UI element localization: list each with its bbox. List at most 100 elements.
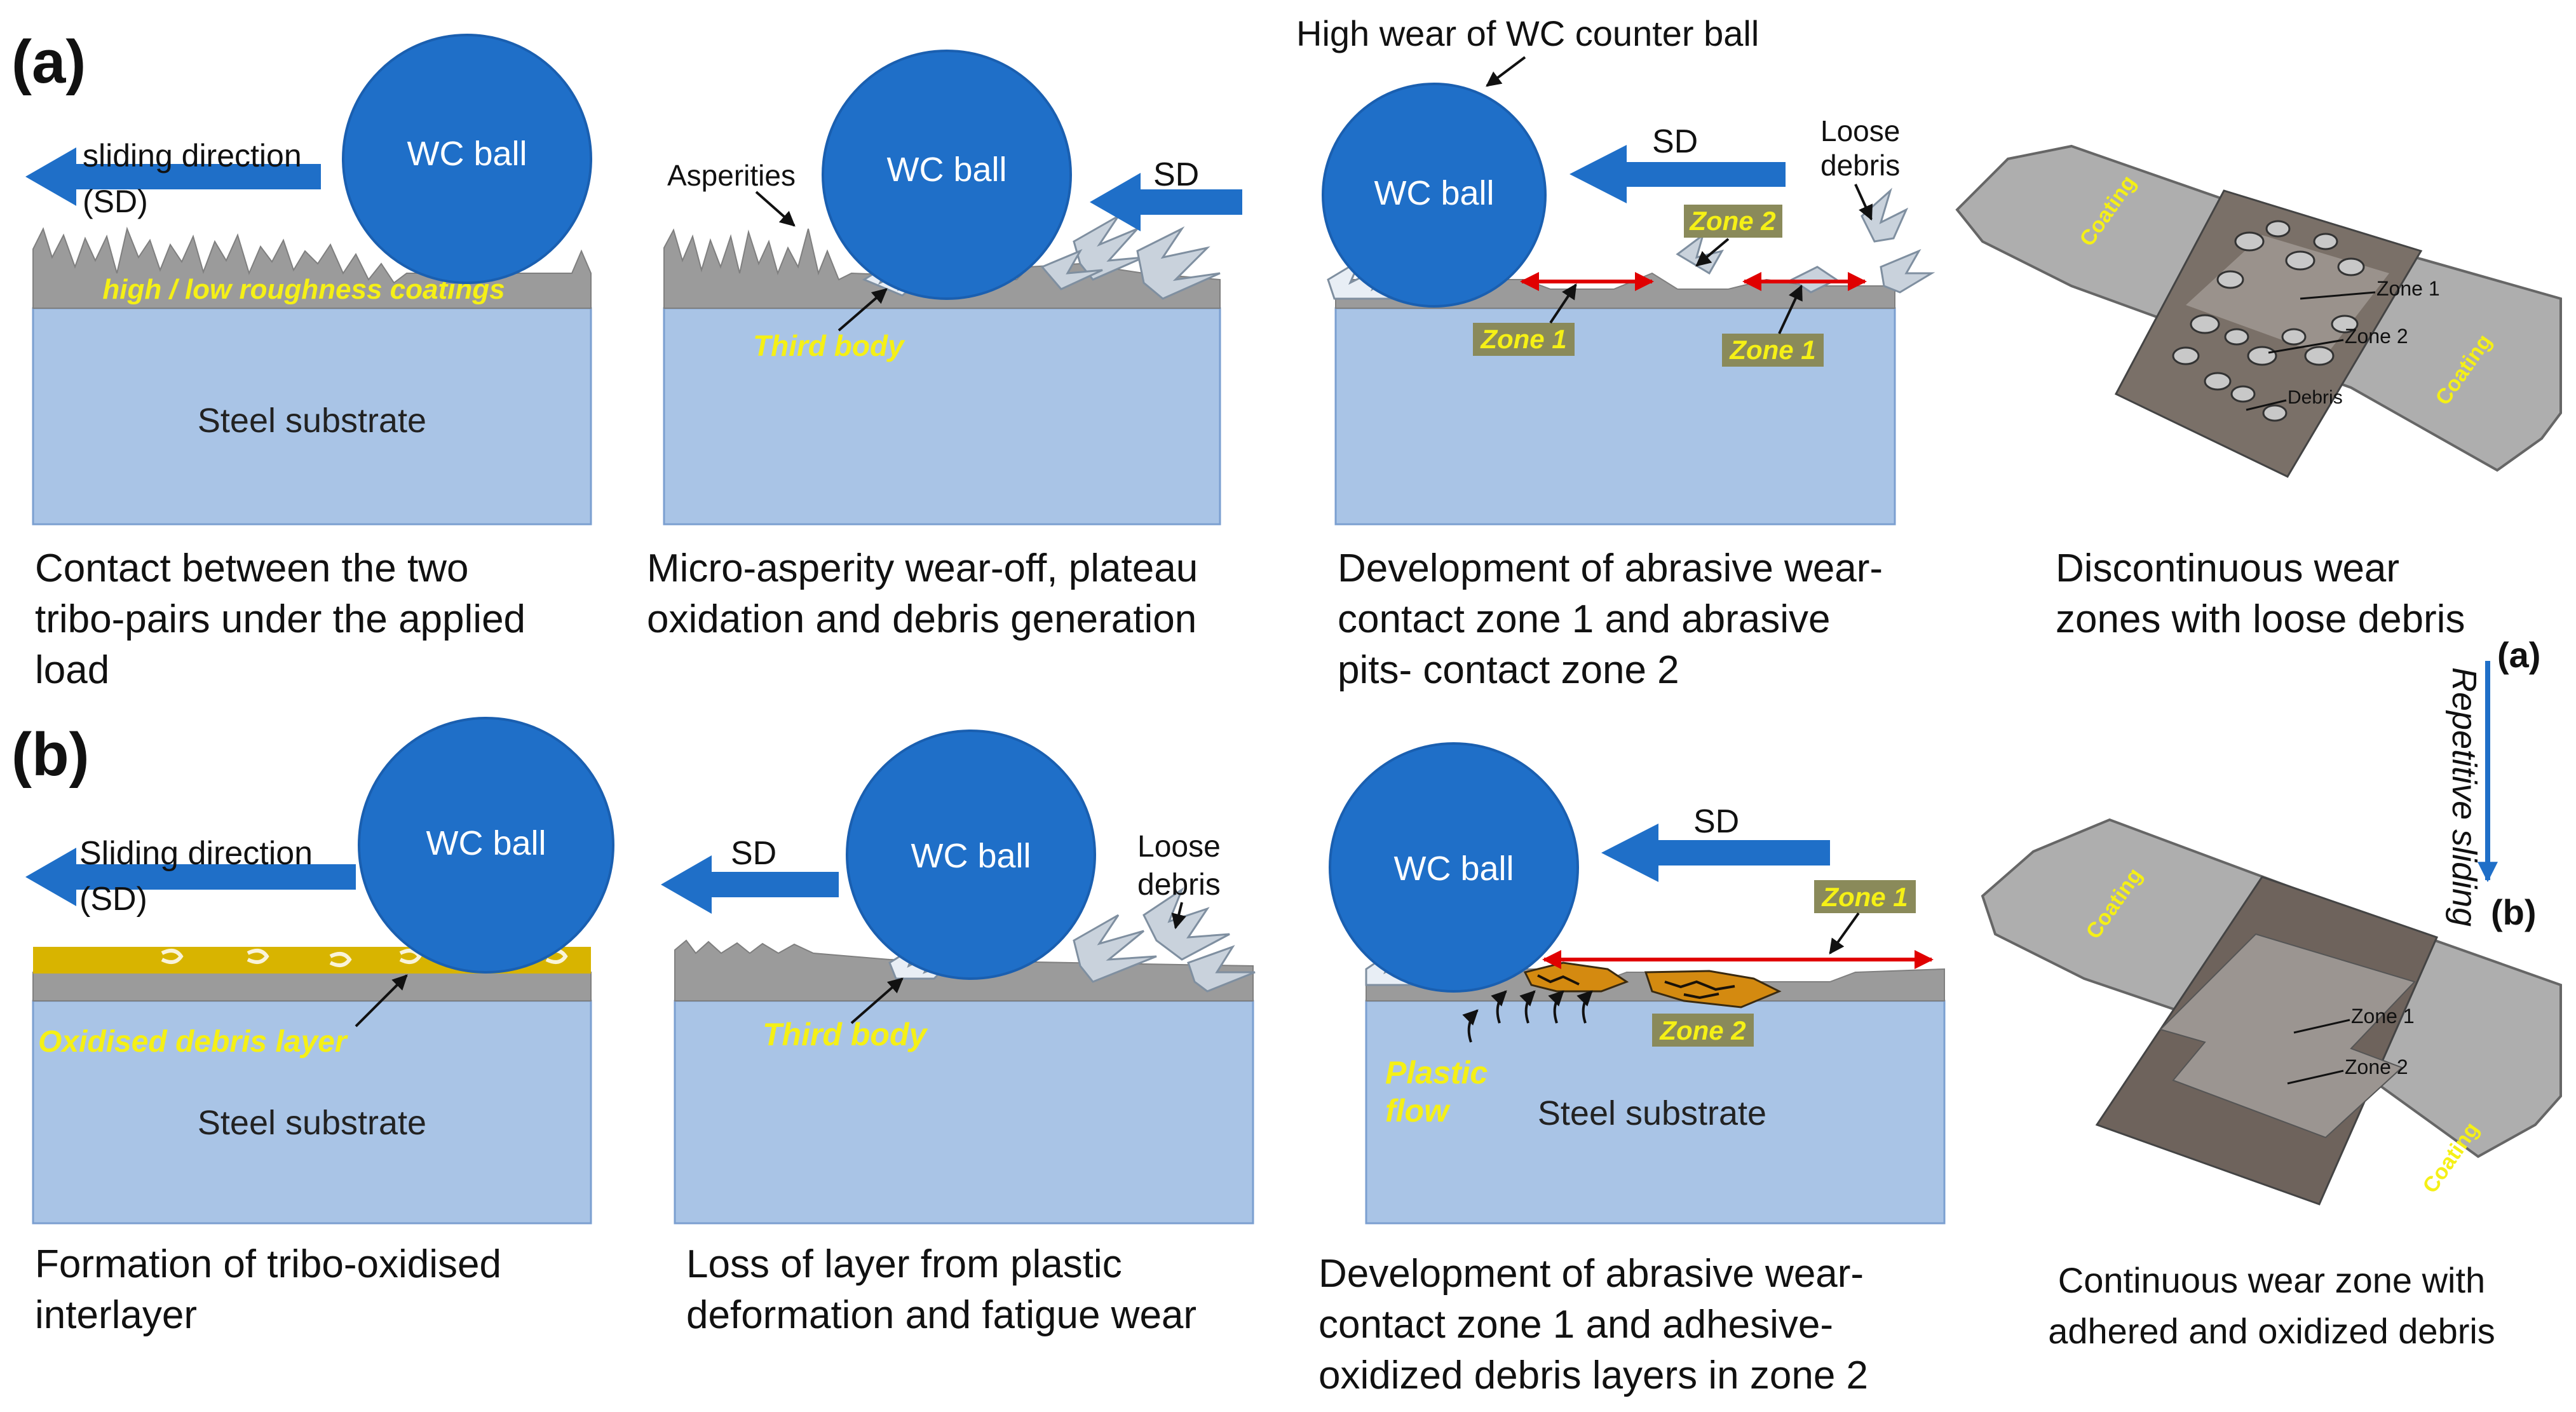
zone2-label: Zone 2 [1659,1015,1746,1045]
zone2-label: Zone 2 [2345,325,2408,348]
oxidised-debris-pointer [355,974,408,1028]
zone2-label-box [1684,205,1782,238]
zone1-pointer [1829,912,1860,954]
panel-a3: WC ball High wear of WC counter ball SD … [1296,13,1935,526]
debris-pointer [2246,399,2287,411]
repetitive-sliding-transition: Repetitive sliding (a) (b) [2445,635,2540,932]
zone1-label-box-right [1722,334,1824,367]
wear-track-block-continuous: Coating Coating Zone 1 Zone 2 [1981,818,2562,1205]
sd-label: (SD) [79,881,147,918]
steel-substrate-block [674,1000,1254,1225]
zone1-label-left: Zone 1 [1480,324,1566,354]
zone2-label-box [1652,1014,1754,1047]
zone2-label: Zone 2 [2345,1056,2408,1078]
substrate-label: Steel substrate [198,402,426,440]
wc-ball [358,717,614,974]
high-wear-label: High wear of WC counter ball [1296,13,1759,53]
sliding-direction-label: Sliding direction [79,835,313,872]
oxide-cracks [1537,974,1735,1000]
rough-coating [32,226,592,309]
third-body-label: Third body [763,1017,928,1052]
caption-b4: Continuous wear zone with adhered and ox… [2048,1260,2495,1351]
zone1-pointer-right [1778,284,1803,334]
panel-label-a: (a) [11,28,86,96]
sd-arrow [1601,824,1830,882]
plastic-flow-label-2: flow [1385,1093,1451,1129]
sd-arrow [1090,173,1242,231]
zone1-label: Zone 1 [2351,1005,2415,1028]
zone1-label: Zone 1 [2376,277,2440,300]
caption-a4: Discontinuous wear zones with loose debr… [2056,546,2465,641]
sd-arrow [661,855,839,914]
sd-label: SD [731,835,776,872]
loose-debris [1073,887,1256,993]
steel-substrate-block [32,307,592,526]
zone1-label-box-left [1473,323,1575,356]
loose-debris-label-1: Loose [1137,830,1221,864]
wc-ball-label: WC ball [886,151,1007,189]
sd-label: SD [1153,156,1199,193]
wc-ball-label: WC ball [1393,850,1514,888]
loose-debris [1040,215,1221,300]
oxide-swirls [161,949,568,967]
coating-layer [32,972,592,1001]
third-body-label: Third body [753,329,905,362]
asperities-pointer [755,191,796,227]
wc-ball-label: WC ball [911,837,1031,875]
plastic-flow-arrows [1462,990,1593,1043]
plastic-flow-label-1: Plastic [1385,1055,1488,1090]
sd-arrow [1569,145,1786,203]
debris-particles [2172,220,2365,422]
third-body-pointer [837,288,888,332]
caption-a1: Contact between the two tribo-pairs unde… [35,546,526,692]
zone1-label-box [1814,880,1916,913]
wear-track-block-discontinuous: Coating Coating Zone 1 Zone 2 Debris [1955,144,2562,478]
loose-debris-label-2: debris [1137,868,1221,902]
adhered-layer [2159,933,2416,1139]
caption-a2: Micro-asperity wear-off, plateau oxidati… [647,546,1198,641]
debris-label: Debris [2288,387,2343,408]
sliding-direction-arrow [25,147,321,206]
wc-ball-label: WC ball [426,824,546,862]
sliding-direction-arrow [25,848,356,906]
high-wear-pointer [1486,56,1526,87]
substrate-label: Steel substrate [1538,1094,1766,1132]
wc-ball [822,50,1072,300]
panel-b3: WC ball SD Zone 1 Zone 2 Plastic flow St… [1329,742,1946,1225]
transition-label: Repetitive sliding [2445,667,2483,927]
zone2-pointer [2268,339,2344,354]
asperities-label: Asperities [667,159,796,192]
sliding-direction-label: sliding direction [83,138,302,173]
caption-b2: Loss of layer from plastic deformation a… [686,1242,1197,1337]
steel-substrate-block [32,1000,592,1225]
wc-ball-label: WC ball [407,135,527,173]
zone1-pointer [2293,1019,2350,1034]
sd-label: (SD) [83,184,148,219]
substrate-label: Steel substrate [198,1104,426,1142]
wc-ball [846,730,1096,980]
loose-debris-pointer [1854,184,1873,221]
zone2-pointer [2287,1069,2344,1085]
loose-debris-label-1: Loose [1820,114,1900,147]
wc-ball [342,34,592,284]
sd-label: SD [1693,803,1739,840]
wc-ball [1322,83,1547,308]
steel-substrate-block [663,307,1221,526]
oxidised-debris-label: Oxidised debris layer [38,1025,348,1059]
third-body-pointer [850,977,904,1024]
zone2-label: Zone 2 [1689,206,1775,236]
panel-a2: WC ball SD Asperities Third body [663,50,1242,526]
panel-b2: WC ball SD Loose debris Third body [661,730,1256,1225]
wc-ball-label: WC ball [1374,174,1494,212]
sd-label: SD [1652,123,1698,160]
wc-ball [1329,742,1579,993]
zone1-label-right: Zone 1 [1729,335,1815,365]
caption-b3: Development of abrasive wear- contact zo… [1319,1252,1869,1397]
caption-a3: Development of abrasive wear- contact zo… [1338,546,1883,692]
zone1-pointer [2300,291,2376,300]
loose-debris-pointer [1171,902,1186,930]
panel-a1: high / low roughness coatings Steel subs… [25,34,592,526]
panel-label-b: (b) [11,721,90,789]
zone1-label: Zone 1 [1821,882,1908,912]
